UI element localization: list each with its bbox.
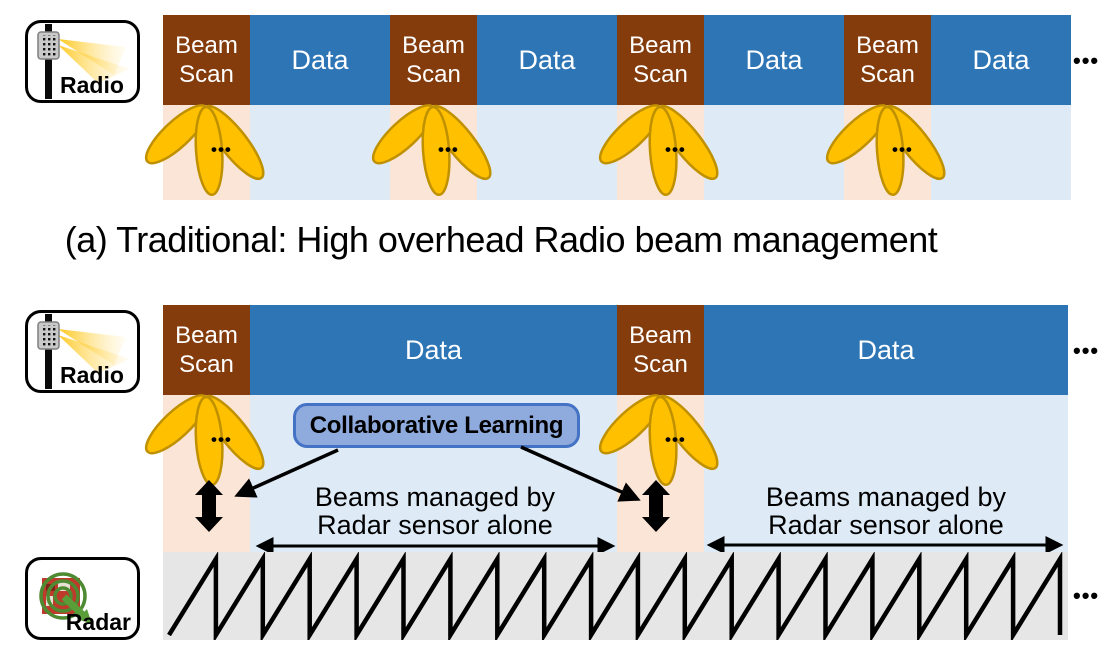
vertical-double-arrow-icon	[195, 480, 223, 532]
data-strip	[931, 105, 1071, 200]
radar-managed-line1: Beams managed by	[765, 482, 1007, 512]
beam-fan-icon: •••	[591, 96, 727, 199]
beam-scan-block: Beam Scan	[163, 305, 250, 395]
horizontal-span-arrow	[706, 536, 1064, 554]
data-strip	[250, 105, 390, 200]
radar-managed-line2: Radar sensor alone	[317, 510, 553, 540]
beam-lobes-icon	[137, 96, 273, 197]
beam-scan-block: Beam Scan	[617, 15, 704, 105]
beam-lobes-icon	[818, 96, 954, 197]
sawtooth-waveform	[167, 551, 1063, 643]
horizontal-span-arrow	[255, 537, 616, 555]
section-a-caption: (a) Traditional: High overhead Radio bea…	[64, 219, 938, 260]
data-strip	[704, 105, 844, 200]
radar-waveform-band	[163, 551, 1068, 643]
beam-fan-dots: •••	[211, 140, 232, 159]
collab-pointer-arrows	[234, 445, 641, 502]
beam-scan-block: Beam Scan	[390, 15, 477, 105]
radar-managed-text: Beams managed by Radar sensor alone	[704, 483, 1068, 539]
beam-fan-dots: •••	[892, 140, 913, 159]
beam-fan-icon: •••	[591, 386, 727, 489]
radio-label-b: Radio	[60, 362, 124, 388]
data-strip	[704, 395, 1068, 552]
data-strip	[477, 105, 617, 200]
beam-fan-dots: •••	[438, 140, 459, 159]
row-continuation-dots: •••	[1073, 338, 1100, 363]
data-block: Data	[250, 15, 390, 105]
radio-device-box-a: Radio	[25, 20, 140, 103]
radio-label-a: Radio	[60, 72, 124, 98]
beam-fan-icon: •••	[818, 96, 954, 199]
beam-scan-block: Beam Scan	[844, 15, 931, 105]
beam-lobes-icon	[364, 96, 500, 197]
data-block: Data	[931, 15, 1071, 105]
radar-device-box: Radar	[25, 557, 140, 640]
data-block: Data	[250, 305, 617, 395]
data-block: Data	[704, 305, 1068, 395]
radar-managed-line2: Radar sensor alone	[768, 510, 1004, 540]
radar-managed-line1: Beams managed by	[314, 482, 556, 512]
beam-lobes-icon	[591, 96, 727, 197]
beam-fan-dots: •••	[665, 140, 686, 159]
beam-fan-icon: •••	[137, 96, 273, 199]
beam-fan-dots: •••	[665, 430, 686, 449]
waveform-continuation-dots: •••	[1073, 583, 1100, 608]
vertical-double-arrow-icon	[642, 480, 670, 532]
beam-scan-block: Beam Scan	[163, 15, 250, 105]
collaborative-learning-box: Collaborative Learning	[293, 403, 580, 448]
beam-fan-dots: •••	[211, 430, 232, 449]
radar-label: Radar	[65, 609, 131, 635]
beam-scan-block: Beam Scan	[617, 305, 704, 395]
beam-fan-icon: •••	[364, 96, 500, 199]
radio-device-box-b: Radio	[25, 310, 140, 393]
radar-managed-text: Beams managed by Radar sensor alone	[253, 483, 617, 539]
row-continuation-dots: •••	[1073, 48, 1100, 73]
data-block: Data	[704, 15, 844, 105]
beam-fan-icon: •••	[137, 386, 273, 489]
data-block: Data	[477, 15, 617, 105]
